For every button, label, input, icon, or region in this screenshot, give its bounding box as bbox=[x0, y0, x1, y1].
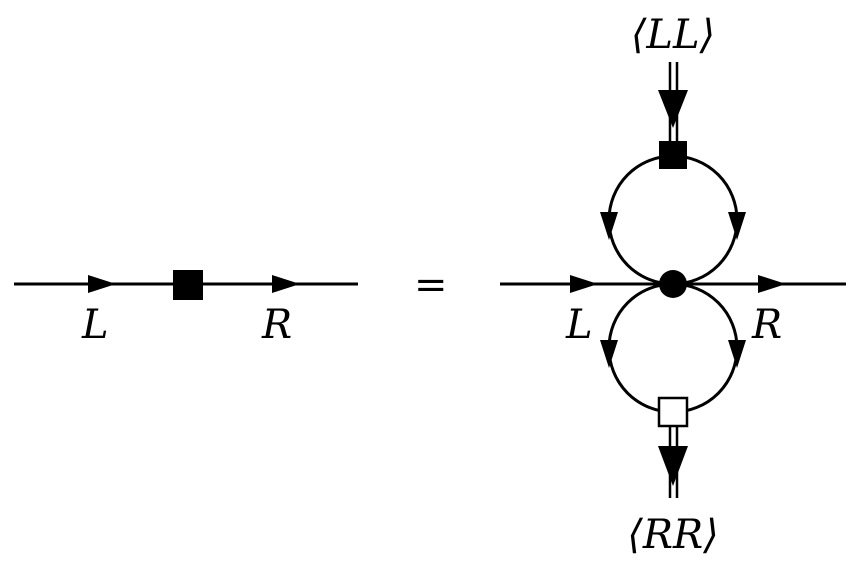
rhs-arrow-right bbox=[758, 275, 786, 293]
bottom-open-square-vertex bbox=[657, 396, 689, 428]
top-filled-square-vertex bbox=[659, 141, 687, 169]
lower-loop-arrow-left bbox=[600, 340, 618, 368]
rhs-label-right: R bbox=[751, 302, 782, 348]
upper-loop bbox=[607, 154, 739, 286]
upper-loop-arrow-right bbox=[728, 212, 746, 240]
lhs-arrow-right bbox=[272, 275, 300, 293]
upper-loop-arrow-left bbox=[600, 212, 618, 240]
lhs-diagram: L R bbox=[14, 270, 358, 348]
lhs-label-left: L bbox=[81, 302, 109, 348]
lower-loop-arrow-right bbox=[728, 340, 746, 368]
lower-loop bbox=[607, 282, 739, 414]
lhs-label-right: R bbox=[261, 302, 292, 348]
rhs-diagram: L R ⟨LL⟩ ⟨RR⟩ bbox=[500, 12, 846, 558]
rhs-label-left: L bbox=[565, 302, 593, 348]
central-filled-circle-vertex bbox=[659, 270, 687, 298]
lhs-arrow-left bbox=[88, 275, 116, 293]
lhs-filled-square-vertex bbox=[173, 270, 203, 300]
top-double-arrow bbox=[658, 90, 688, 128]
rhs-arrow-left bbox=[570, 275, 598, 293]
equals-sign: = bbox=[414, 262, 448, 308]
top-label-LL: ⟨LL⟩ bbox=[631, 12, 715, 58]
bottom-double-arrow bbox=[658, 446, 688, 486]
bottom-label-RR: ⟨RR⟩ bbox=[627, 512, 718, 558]
